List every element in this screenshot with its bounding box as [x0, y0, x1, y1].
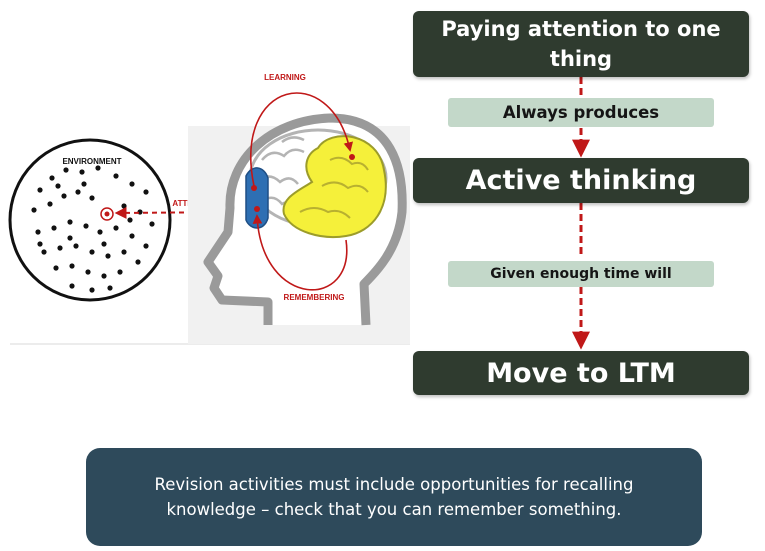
learning-arrow	[250, 92, 354, 187]
environment-dot	[149, 221, 155, 227]
environment-dot	[37, 241, 43, 247]
environment-dot	[47, 201, 53, 207]
environment-dot	[97, 229, 103, 235]
environment-dot	[113, 225, 119, 231]
environment-dot	[73, 243, 79, 249]
remembering-label: REMEMBERING	[284, 293, 345, 302]
environment-dot	[143, 243, 149, 249]
environment-dot	[83, 223, 89, 229]
revision-note-text: Revision activities must include opportu…	[154, 475, 634, 519]
revision-note: Revision activities must include opportu…	[86, 448, 702, 546]
flow-connector-label-1: Always produces	[448, 98, 714, 127]
environment-label: ENVIRONMENT	[62, 157, 121, 166]
environment-dot	[113, 173, 119, 179]
flow-step-active-thinking: Active thinking	[413, 158, 749, 203]
environment-dot	[51, 225, 57, 231]
learning-label: LEARNING	[264, 73, 306, 82]
flow-connector-label-2: Given enough time will	[448, 261, 714, 287]
environment-circle	[8, 138, 172, 302]
environment-dot	[89, 249, 95, 255]
environment-dot	[55, 183, 61, 189]
environment-dot	[89, 287, 95, 293]
environment-dot	[79, 169, 85, 175]
environment-dot	[127, 217, 133, 223]
flow-step-attention: Paying attention to one thing	[413, 11, 749, 77]
flow-step-attention-label: Paying attention to one thing	[441, 17, 721, 71]
environment-dot	[53, 265, 59, 271]
environment-dot	[107, 285, 113, 291]
environment-dot	[121, 203, 127, 209]
environment-dot	[101, 273, 107, 279]
environment-dot	[129, 181, 135, 187]
environment-dot	[57, 245, 63, 251]
remembering-arrow	[252, 214, 348, 291]
environment-dot	[135, 259, 141, 265]
flow-step-ltm-label: Move to LTM	[486, 357, 676, 389]
head-illustration	[188, 113, 410, 344]
environment-dot	[85, 269, 91, 275]
environment-dot	[89, 195, 95, 201]
environment-dot	[95, 165, 101, 171]
environment-dot	[121, 249, 127, 255]
environment-dot	[49, 175, 55, 181]
flow-connector-label-1-text: Always produces	[502, 103, 660, 122]
environment-dot	[37, 187, 43, 193]
environment-dot	[69, 283, 75, 289]
environment-dot	[31, 207, 37, 213]
environment-dot	[67, 235, 73, 241]
environment-dot	[105, 253, 111, 259]
environment-dot	[101, 241, 107, 247]
environment-dot	[75, 189, 81, 195]
environment-dot	[143, 189, 149, 195]
flow-step-ltm: Move to LTM	[413, 351, 749, 395]
environment-dot	[67, 219, 73, 225]
environment-dot	[63, 167, 69, 173]
flow-connector-label-2-text: Given enough time will	[490, 266, 672, 282]
environment-dot	[129, 233, 135, 239]
environment-dot	[117, 269, 123, 275]
environment-dot	[35, 229, 41, 235]
environment-dot	[61, 193, 67, 199]
flow-step-active-thinking-label: Active thinking	[465, 165, 697, 196]
environment-dot	[69, 263, 75, 269]
environment-dot	[41, 249, 47, 255]
environment-dot	[81, 181, 87, 187]
